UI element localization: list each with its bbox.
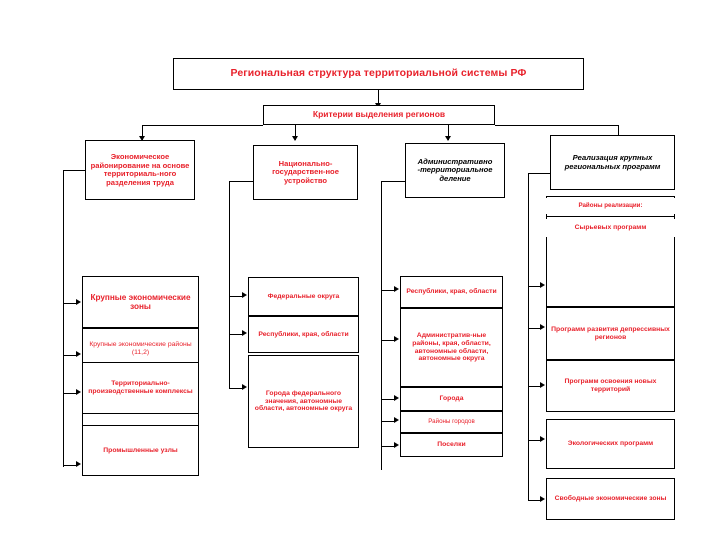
arrow-col2-item3	[242, 384, 247, 390]
diagram-subtitle: Критерии выделения регионов	[263, 105, 495, 125]
col1-item-3: Территориально-производственные комплекс…	[82, 362, 199, 414]
col4-item-5: Свободные экономические зоны	[546, 478, 675, 520]
arrow-col2-item2	[242, 330, 247, 336]
col3-item-5: Поселки	[400, 433, 503, 457]
arrow-col4-item2	[540, 324, 545, 330]
criterion-box-1: Экономическое районирование на основе те…	[85, 140, 195, 200]
arrow-col3-item5	[394, 442, 399, 448]
arrow-col4-item4	[540, 436, 545, 442]
arrow-col3-item4	[394, 417, 399, 423]
col1-item-4: Промышленные узлы	[82, 425, 199, 476]
criterion-box-2: Национально-государствен-ное устройство	[253, 145, 358, 200]
criterion-box-4: Реализация крупных региональных программ	[550, 135, 675, 190]
col2-item-3: Города федерального значения, автономные…	[248, 355, 359, 448]
criterion-box-3: Административно -территориальное деление	[405, 143, 505, 198]
arrow-col3-item2	[394, 336, 399, 342]
col2-item-2: Республики, края, области	[248, 316, 359, 353]
arrow-col2-item1	[242, 292, 247, 298]
col4-item-3: Программ освоения новых территорий	[546, 360, 675, 412]
arrow-col4-item1	[540, 282, 545, 288]
arrow-col3-item1	[394, 286, 399, 292]
arrow-col4-item5	[540, 496, 545, 502]
col3-item-4: Районы городов	[400, 411, 503, 433]
arrow-col1-item3	[76, 389, 81, 395]
col1-item-1: Крупные экономические зоны	[82, 276, 199, 328]
diagram-title: Региональная структура территориальной с…	[173, 58, 584, 90]
arrow-col3-item3	[394, 395, 399, 401]
arrow-col1-item1	[76, 299, 81, 305]
arrow-col4-item3	[540, 382, 545, 388]
arrow-to-criterion-1	[139, 136, 145, 141]
col4-group-header: Районы реализации:	[546, 198, 675, 214]
col4-item-1: Сырьевых программ	[546, 219, 675, 237]
col2-item-1: Федеральные округа	[248, 277, 359, 316]
col4-item-4: Экологических программ	[546, 419, 675, 469]
arrow-col1-item4	[76, 461, 81, 467]
arrow-to-criterion-3	[445, 136, 451, 141]
arrow-to-criterion-2	[292, 136, 298, 141]
col3-item-1: Республики, края, области	[400, 276, 503, 308]
arrow-col1-item2	[76, 351, 81, 357]
col4-item-2: Программ развития депрессивных регионов	[546, 307, 675, 360]
col3-item-2: Административ-ные районы, края, области,…	[400, 308, 503, 387]
col3-item-3: Города	[400, 387, 503, 411]
